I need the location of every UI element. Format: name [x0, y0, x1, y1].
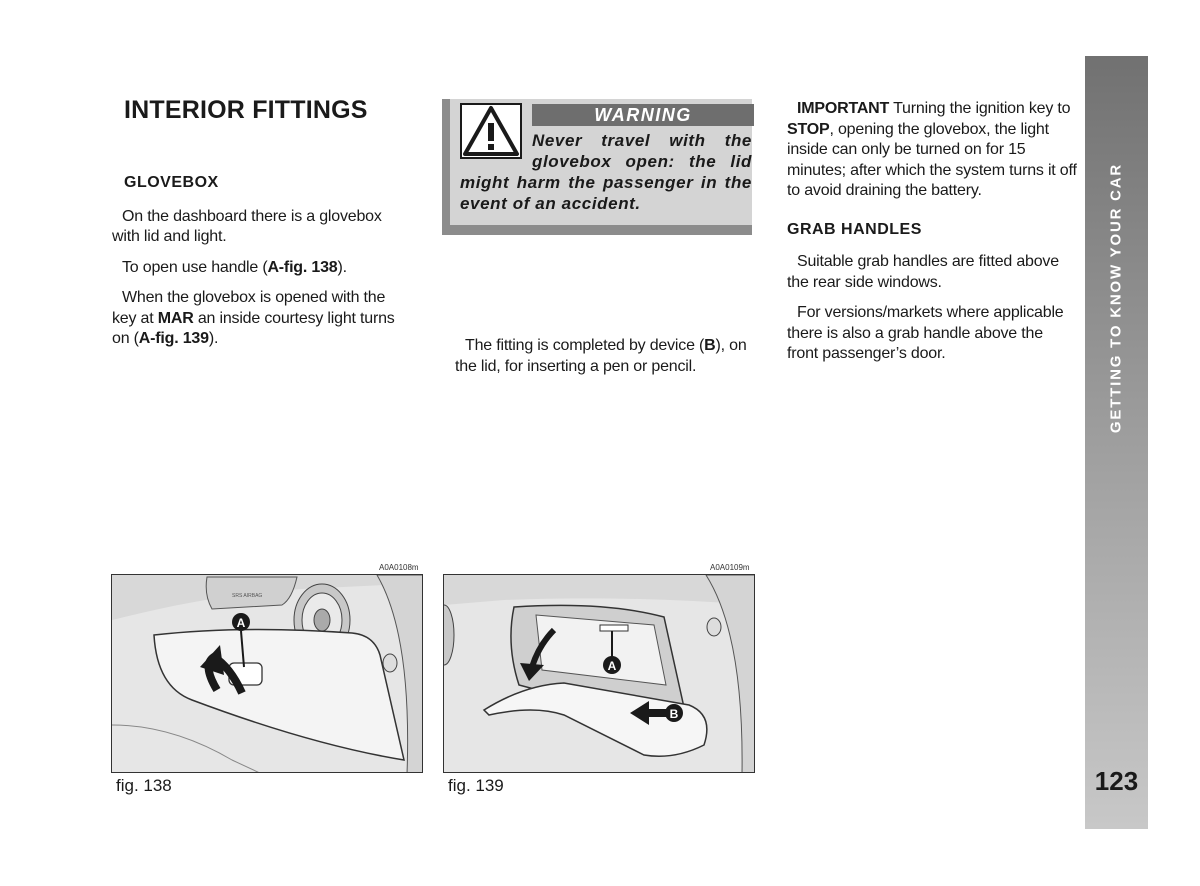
fig-138-caption: fig. 138 — [116, 776, 172, 795]
fig-139-reference: A-fig. 139 — [138, 330, 209, 347]
grab-handles-paragraph-2: For versions/markets where applicable th… — [787, 304, 1064, 362]
warning-line-rest: might harm the passenger in the event of… — [460, 173, 752, 213]
fig-138-image: SRS AIRBAG A — [111, 574, 423, 773]
glovebox-heading: GLOVEBOX — [124, 174, 219, 191]
airbag-label: SRS AIRBAG — [232, 593, 262, 599]
grab-handles-heading: GRAB HANDLES — [787, 220, 922, 238]
right-column: IMPORTANT Turning the ignition key to ST… — [787, 99, 1077, 375]
fig-139-caption: fig. 139 — [448, 776, 504, 795]
mar-key-position: MAR — [157, 309, 194, 327]
stop-key-position: STOP — [787, 120, 830, 138]
section-title: GETTING TO KNOW YOUR CAR — [1107, 162, 1125, 434]
glovebox-paragraph-2: To open use handle (A-fig. 138). — [122, 258, 347, 276]
glovebox-section: GLOVEBOX On the dashboard there is a glo… — [112, 173, 412, 360]
fig-139-image: A B — [443, 574, 755, 773]
fig-139-label-b: B — [670, 707, 679, 721]
device-paragraph: The fitting is completed by device (B), … — [455, 337, 747, 375]
glovebox-paragraph-1: On the dashboard there is a glovebox wit… — [112, 207, 382, 246]
warning-box: WARNING Never travel with the glovebox o… — [442, 99, 754, 235]
page-title: INTERIOR FITTINGS — [124, 96, 368, 124]
warning-line-1: Never travel with the — [532, 131, 752, 150]
fig-139-code: A0A0109m — [710, 563, 750, 572]
important-note: IMPORTANT Turning the ignition key to ST… — [787, 100, 1077, 199]
fig-138-reference: A-fig. 138 — [267, 258, 338, 276]
fig-139-label-a: A — [608, 659, 617, 673]
grab-handles-paragraph-1: Suitable grab handles are fitted above t… — [787, 253, 1059, 291]
device-b-reference: B — [704, 337, 716, 354]
warning-line-2: glovebox open: the lid — [532, 152, 752, 171]
fig-138-code: A0A0108m — [379, 563, 419, 572]
warning-header: WARNING — [532, 104, 754, 126]
important-label: IMPORTANT — [797, 100, 890, 117]
warning-triangle-icon — [460, 103, 522, 159]
fig-138-label-a: A — [237, 616, 246, 630]
warning-message: Never travel with the glovebox open: the… — [460, 130, 752, 214]
page-number: 123 — [1094, 766, 1139, 796]
glovebox-paragraph-3: When the glovebox is opened with the key… — [112, 289, 395, 347]
section-sidebar: GETTING TO KNOW YOUR CAR 123 — [1085, 56, 1148, 829]
